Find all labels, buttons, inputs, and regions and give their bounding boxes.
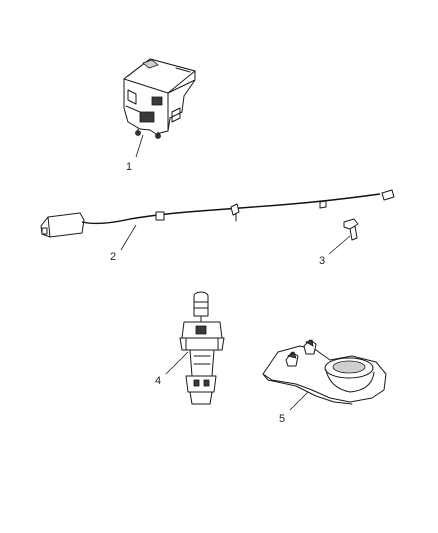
callout-1: 1	[126, 161, 132, 173]
part-3-bolt	[343, 218, 359, 241]
leader-1	[135, 134, 144, 158]
leader-4	[165, 351, 189, 375]
part-1-module	[123, 58, 196, 139]
part-4-switch	[179, 291, 225, 405]
callout-5: 5	[279, 413, 285, 425]
callout-2: 2	[110, 251, 116, 263]
part-5-housing	[262, 339, 387, 405]
callout-3: 3	[319, 255, 325, 267]
leader-3	[328, 235, 351, 255]
part-2-cable	[40, 189, 395, 238]
leader-2	[120, 224, 137, 251]
leader-5	[289, 391, 309, 411]
callout-4: 4	[155, 375, 161, 387]
